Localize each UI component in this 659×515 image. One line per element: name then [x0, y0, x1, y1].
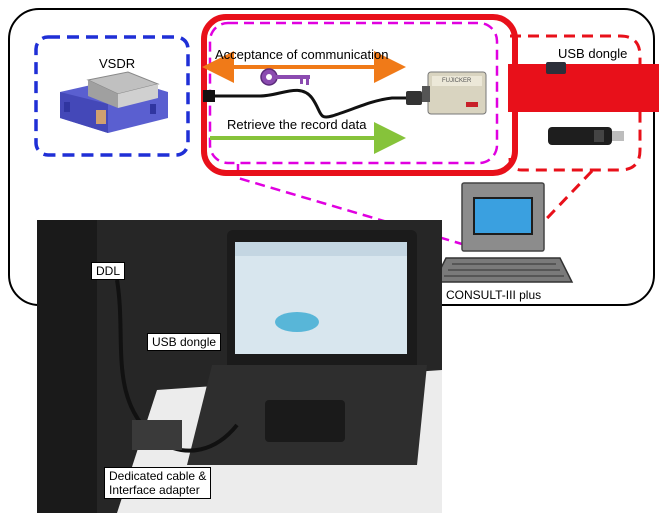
usb-dongle-label: USB dongle	[558, 46, 628, 61]
key-icon	[260, 68, 310, 86]
cable	[210, 88, 410, 119]
vsdr-unit-icon	[60, 71, 168, 133]
cable-plug-right	[406, 91, 422, 105]
red-band	[508, 64, 659, 112]
vsdr-box	[34, 35, 190, 157]
consult-label: CONSULT-III plus	[446, 288, 542, 302]
pc-card-icon	[422, 71, 487, 115]
dedicated-cable-line1: Dedicated cable &	[109, 469, 207, 483]
laptop-icon	[432, 182, 574, 283]
card-brand: FUJICKER	[442, 78, 472, 84]
retrieve-label: Retrieve the record data	[227, 117, 367, 132]
cable-plug-left	[203, 90, 215, 102]
vsdr-label: VSDR	[99, 56, 136, 71]
dedicated-cable-label: Dedicated cable & Interface adapter	[104, 467, 212, 499]
usb-dongle-photo-label: USB dongle	[147, 333, 222, 351]
usb-stick-icon	[546, 62, 624, 145]
ddl-label: DDL	[91, 262, 126, 280]
dedicated-cable-line2: Interface adapter	[109, 483, 200, 497]
acceptance-label: Acceptance of communication	[215, 47, 389, 62]
